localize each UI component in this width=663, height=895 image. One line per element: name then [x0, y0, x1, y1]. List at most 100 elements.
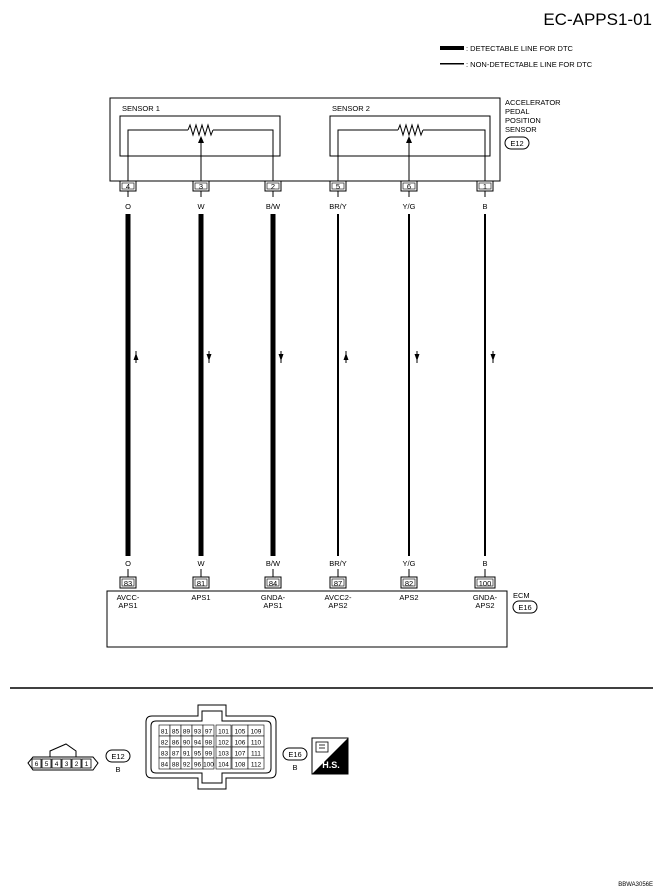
- ecm-terminal-label: APS1: [118, 601, 137, 610]
- ecm-pin-number: 84: [269, 579, 277, 588]
- e16-pin-number: 97: [205, 729, 213, 736]
- ecm-component: ECM E16: [106, 590, 538, 648]
- sensor-name-line-2: PEDAL: [505, 107, 530, 116]
- e16-pin-number: 83: [161, 751, 169, 758]
- e16-pin-number: 96: [194, 762, 202, 769]
- sensor-pin-inner: [402, 182, 416, 190]
- e12-color: B: [115, 765, 120, 774]
- e16-pin-number: 94: [194, 740, 202, 747]
- e16-pin-number: 109: [251, 729, 262, 736]
- ecm-pin-number: 100: [479, 579, 492, 588]
- e16-pin-number: 86: [172, 740, 180, 747]
- arrow-down-icon: [206, 354, 212, 361]
- sensor-pin-inner: [266, 182, 280, 190]
- sensor-pin-number: 5: [336, 182, 340, 191]
- wire-color-top: B: [482, 202, 487, 211]
- ecm-name: ECM: [513, 591, 530, 600]
- wire-color-bottom: Y/G: [403, 559, 416, 568]
- wire-color-top: BR/Y: [329, 202, 347, 211]
- page-title: EC-APPS1-01: [543, 10, 652, 29]
- e16-pin-number: 105: [235, 729, 246, 736]
- ecm-pin-box: [329, 576, 347, 589]
- ecm-pin-box: [192, 576, 210, 589]
- ecm-terminal-label: APS1: [191, 593, 210, 602]
- arrow-up-icon: [133, 353, 139, 360]
- arrow-down-icon: [414, 354, 420, 361]
- ecm-terminal-label: APS1: [263, 601, 282, 610]
- e16-pin-number: 81: [161, 729, 169, 736]
- ecm-pin-number: 81: [197, 579, 205, 588]
- sensor2-label: SENSOR 2: [332, 104, 370, 113]
- ecm-terminal-label: GNDA-: [473, 593, 498, 602]
- e12-id: E12: [111, 752, 124, 761]
- wires: 4OO83AVCC-APS13WW81APS12B/WB/W84GNDA-APS…: [117, 180, 498, 610]
- sensor-name-line-3: POSITION: [505, 116, 541, 125]
- ecm-box: [106, 590, 508, 648]
- sensor1-wiper-arrow-icon: [198, 136, 204, 143]
- e16-color: B: [292, 763, 297, 772]
- sensor-pin-number: 3: [199, 182, 203, 191]
- ecm-pin-number: 82: [405, 579, 413, 588]
- e16-pin-number: 106: [235, 740, 246, 747]
- sensor-pin-number: 4: [126, 182, 130, 191]
- e16-pin-number: 82: [161, 740, 169, 747]
- sensor-box: [109, 97, 501, 182]
- sensor1-inner-box: [119, 115, 281, 157]
- e16-pin-number: 98: [205, 740, 213, 747]
- legend-non-detectable-text: : NON-DETECTABLE LINE FOR DTC: [466, 60, 593, 69]
- e16-pin-number: 93: [194, 729, 202, 736]
- e16-badge: [282, 747, 308, 761]
- sensor-pin-inner: [478, 182, 492, 190]
- e16-pin-number: 90: [183, 740, 191, 747]
- e16-pin-number: 108: [235, 762, 246, 769]
- e16-pin-number: 112: [251, 762, 262, 769]
- e16-connector-inner: [150, 710, 272, 784]
- e16-pin-number: 101: [218, 729, 229, 736]
- wire-color-top: W: [197, 202, 205, 211]
- sensor2-lead-right: [423, 129, 486, 156]
- connector-glyph-icon: [315, 741, 329, 753]
- hs-label: H.S.: [322, 760, 340, 770]
- e16-pin-number: 91: [183, 751, 191, 758]
- ecm-terminal-label: APS2: [399, 593, 418, 602]
- sensor-name-line-4: SENSOR: [505, 125, 537, 134]
- e16-pin-number: 87: [172, 751, 180, 758]
- sensor-pin-number: 2: [271, 182, 275, 191]
- ecm-pin-number: 87: [334, 579, 342, 588]
- sensor-pin-number: 6: [407, 182, 411, 191]
- e12-pin-number: 6: [35, 761, 39, 768]
- e12-pin-cell: [81, 758, 92, 769]
- ecm-connector-id: E16: [518, 603, 531, 612]
- ecm-pin-number: 83: [124, 579, 132, 588]
- ecm-terminal-label: APS2: [328, 601, 347, 610]
- e12-connector-outline: [27, 756, 99, 771]
- e12-pin-cell: [61, 758, 72, 769]
- e16-pin-cell: [202, 757, 215, 770]
- ecm-terminal-label: GNDA-: [261, 593, 286, 602]
- ecm-pin-box: [400, 576, 418, 589]
- e16-pin-number: 107: [235, 751, 246, 758]
- e16-pin-number: 99: [205, 751, 213, 758]
- sensor2-wiper-arrow-icon: [406, 136, 412, 143]
- legend-detectable-text: : DETECTABLE LINE FOR DTC: [466, 44, 574, 53]
- e16-id: E16: [288, 750, 301, 759]
- e12-pin-number: 4: [55, 761, 59, 768]
- e16-pin-number: 103: [218, 751, 229, 758]
- legend-thin-line-swatch: [440, 63, 464, 65]
- sensor-pin-number: 1: [483, 182, 487, 191]
- e12-pin-cell: [41, 758, 52, 769]
- e12-pin-cell: [51, 758, 62, 769]
- arrow-down-icon: [278, 354, 284, 361]
- wire-color-bottom: O: [125, 559, 131, 568]
- sensor-pin-inner: [121, 182, 135, 190]
- ecm-terminal-label: APS2: [475, 601, 494, 610]
- sensor1-label: SENSOR 1: [122, 104, 160, 113]
- e12-pin-number: 2: [75, 761, 79, 768]
- ecm-pin-box: [264, 576, 282, 589]
